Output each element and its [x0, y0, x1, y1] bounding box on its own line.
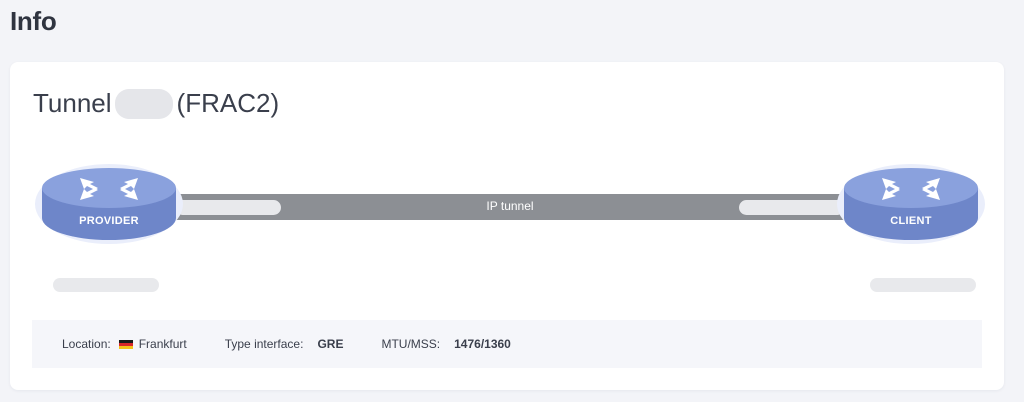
- tunnel-card: Tunnel (FRAC2) IP tunnel PROVIDER: [10, 62, 1004, 390]
- type-interface-info: Type interface: GRE: [225, 337, 344, 351]
- mtu-info: MTU/MSS: 1476/1360: [381, 337, 510, 351]
- router-icon: [837, 164, 985, 244]
- de-flag-icon: [118, 339, 133, 349]
- location-value: Frankfurt: [138, 337, 187, 351]
- info-bar: Location: Frankfurt Type interface: GRE …: [32, 320, 982, 368]
- tunnel-bar: IP tunnel: [165, 194, 855, 220]
- card-title-prefix: Tunnel: [33, 88, 112, 118]
- client-label: CLIENT: [890, 215, 932, 227]
- location-label: Location:: [62, 337, 111, 351]
- redacted-client-endpoint: [739, 200, 845, 215]
- redacted-client-ip: [870, 278, 976, 292]
- provider-node: PROVIDER: [34, 160, 184, 244]
- router-icon: [35, 164, 183, 244]
- tunnel-diagram: IP tunnel PROVIDER: [10, 62, 1004, 312]
- mtu-value: 1476/1360: [454, 337, 511, 351]
- page-title: Info: [10, 6, 57, 36]
- redacted-tunnel-id: [114, 88, 173, 119]
- tunnel-label: IP tunnel: [486, 199, 534, 213]
- redacted-provider-ip: [53, 278, 159, 292]
- redacted-provider-endpoint: [175, 200, 281, 215]
- card-title: Tunnel (FRAC2): [33, 88, 279, 119]
- card-title-suffix: (FRAC2): [176, 88, 280, 118]
- mtu-label: MTU/MSS:: [381, 337, 441, 351]
- provider-label: PROVIDER: [79, 215, 139, 227]
- type-interface-value: GRE: [317, 337, 344, 351]
- type-interface-label: Type interface:: [224, 337, 304, 351]
- client-node: CLIENT: [836, 160, 986, 244]
- location-info: Location: Frankfurt: [62, 337, 187, 351]
